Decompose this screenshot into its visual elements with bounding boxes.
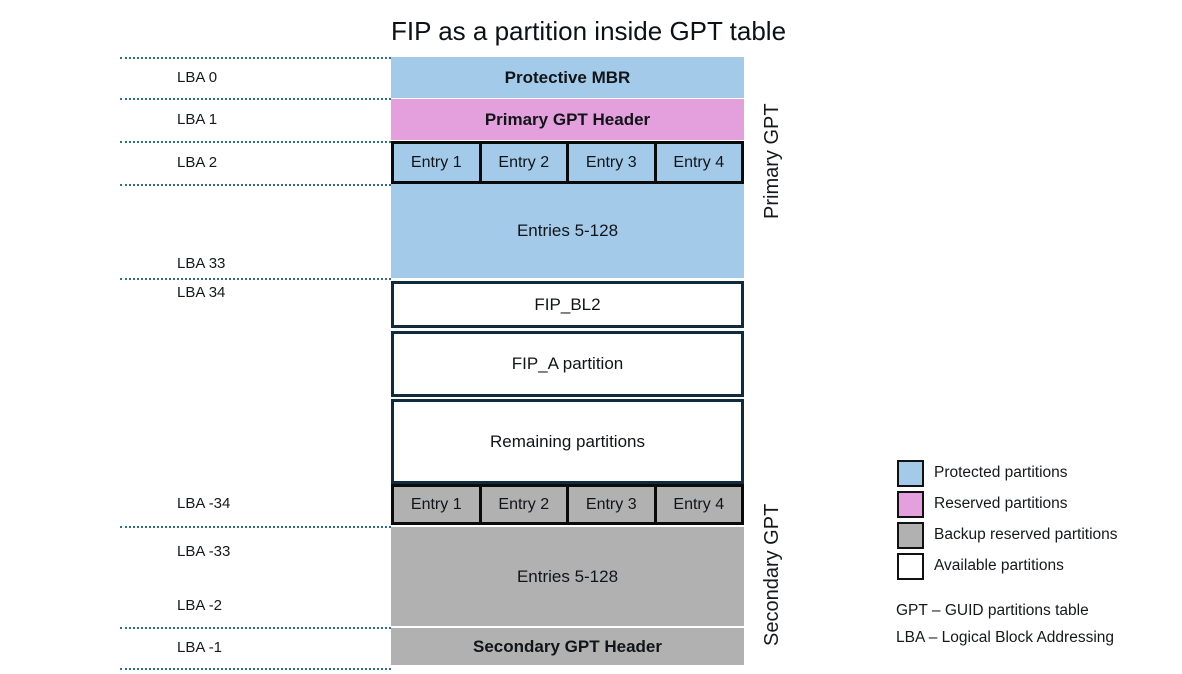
lba-label-33: LBA 33 [177, 255, 226, 272]
primary-entry-2: Entry 2 [478, 141, 569, 184]
lba-boundary-line [120, 184, 391, 186]
legend-item-reserved: Reserved partitions [897, 490, 1118, 518]
legend-label: Available partitions [934, 557, 1064, 574]
lba-boundary-line [120, 526, 391, 528]
legend-label: Backup reserved partitions [934, 526, 1118, 543]
block-secondary-entries-5-128: Entries 5-128 [391, 527, 744, 626]
backup-reserved-partitions-swatch [897, 521, 924, 549]
lba-label-neg1: LBA -1 [177, 639, 223, 656]
footnote-lba: LBA – Logical Block Addressing [896, 629, 1114, 646]
block-protective-mbr: Protective MBR [391, 57, 744, 98]
available-partitions-swatch [897, 552, 924, 580]
legend: Protected partitions Reserved partitions… [897, 459, 1118, 585]
reserved-partitions-swatch [897, 490, 924, 518]
primary-entry-row: Entry 1 Entry 2 Entry 3 Entry 4 [391, 141, 744, 184]
secondary-entry-row: Entry 1 Entry 2 Entry 3 Entry 4 [391, 484, 744, 525]
lba-boundary-line [120, 141, 391, 143]
legend-item-available: Available partitions [897, 552, 1118, 580]
lba-boundary-line [120, 278, 391, 280]
lba-boundary-line [120, 668, 391, 670]
lba-label-0: LBA 0 [177, 69, 218, 86]
secondary-entry-3: Entry 3 [566, 484, 657, 525]
lba-boundary-line [120, 98, 391, 100]
block-secondary-gpt-header: Secondary GPT Header [391, 628, 744, 665]
protected-partitions-swatch [897, 459, 924, 487]
secondary-entry-4: Entry 4 [653, 484, 744, 525]
block-remaining: Remaining partitions [391, 399, 744, 484]
block-fip-a: FIP_A partition [391, 331, 744, 397]
lba-label-34: LBA 34 [177, 284, 226, 301]
lba-label-neg34: LBA -34 [177, 495, 231, 512]
footnote-gpt: GPT – GUID partitions table [896, 602, 1089, 619]
secondary-gpt-side-label: Secondary GPT [761, 503, 783, 647]
lba-label-neg33: LBA -33 [177, 543, 231, 560]
lba-boundary-line [120, 57, 391, 59]
block-primary-entries-5-128: Entries 5-128 [391, 184, 744, 278]
secondary-entry-1: Entry 1 [391, 484, 482, 525]
primary-entry-4: Entry 4 [653, 141, 744, 184]
legend-label: Protected partitions [934, 464, 1068, 481]
block-fip-bl2: FIP_BL2 [391, 281, 744, 328]
legend-item-protected: Protected partitions [897, 459, 1118, 487]
lba-label-2: LBA 2 [177, 154, 218, 171]
primary-entry-1: Entry 1 [391, 141, 482, 184]
lba-label-1: LBA 1 [177, 111, 218, 128]
lba-label-neg2: LBA -2 [177, 597, 223, 614]
secondary-entry-2: Entry 2 [478, 484, 569, 525]
lba-boundary-line [120, 627, 391, 629]
block-primary-gpt-header: Primary GPT Header [391, 99, 744, 140]
legend-label: Reserved partitions [934, 495, 1068, 512]
primary-gpt-side-label: Primary GPT [761, 103, 783, 219]
primary-entry-3: Entry 3 [566, 141, 657, 184]
diagram-title: FIP as a partition inside GPT table [391, 16, 787, 46]
legend-item-backup: Backup reserved partitions [897, 521, 1118, 549]
